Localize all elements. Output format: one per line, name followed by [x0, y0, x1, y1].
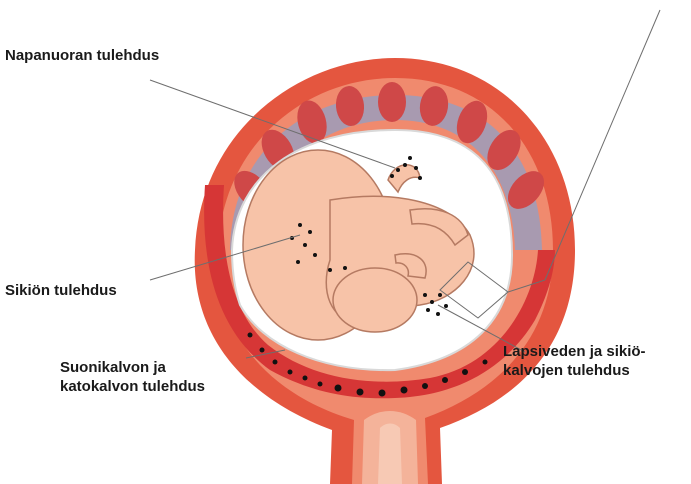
label-amniotic-line-1: Lapsiveden ja sikiö-: [503, 342, 646, 361]
label-chorion-decidua-line-2: katokalvon tulehdus: [60, 377, 205, 396]
label-chorion-decidua-infection: Suonikalvon ja katokalvon tulehdus: [60, 358, 205, 396]
label-fetus-infection: Sikiön tulehdus: [5, 281, 117, 300]
label-amniotic-line-2: kalvojen tulehdus: [503, 361, 646, 380]
label-chorion-decidua-line-1: Suonikalvon ja: [60, 358, 205, 377]
label-umbilical-cord-infection: Napanuoran tulehdus: [5, 46, 159, 65]
cervix-canal: [378, 424, 402, 484]
label-amniotic-membranes-infection: Lapsiveden ja sikiö- kalvojen tulehdus: [503, 342, 646, 380]
